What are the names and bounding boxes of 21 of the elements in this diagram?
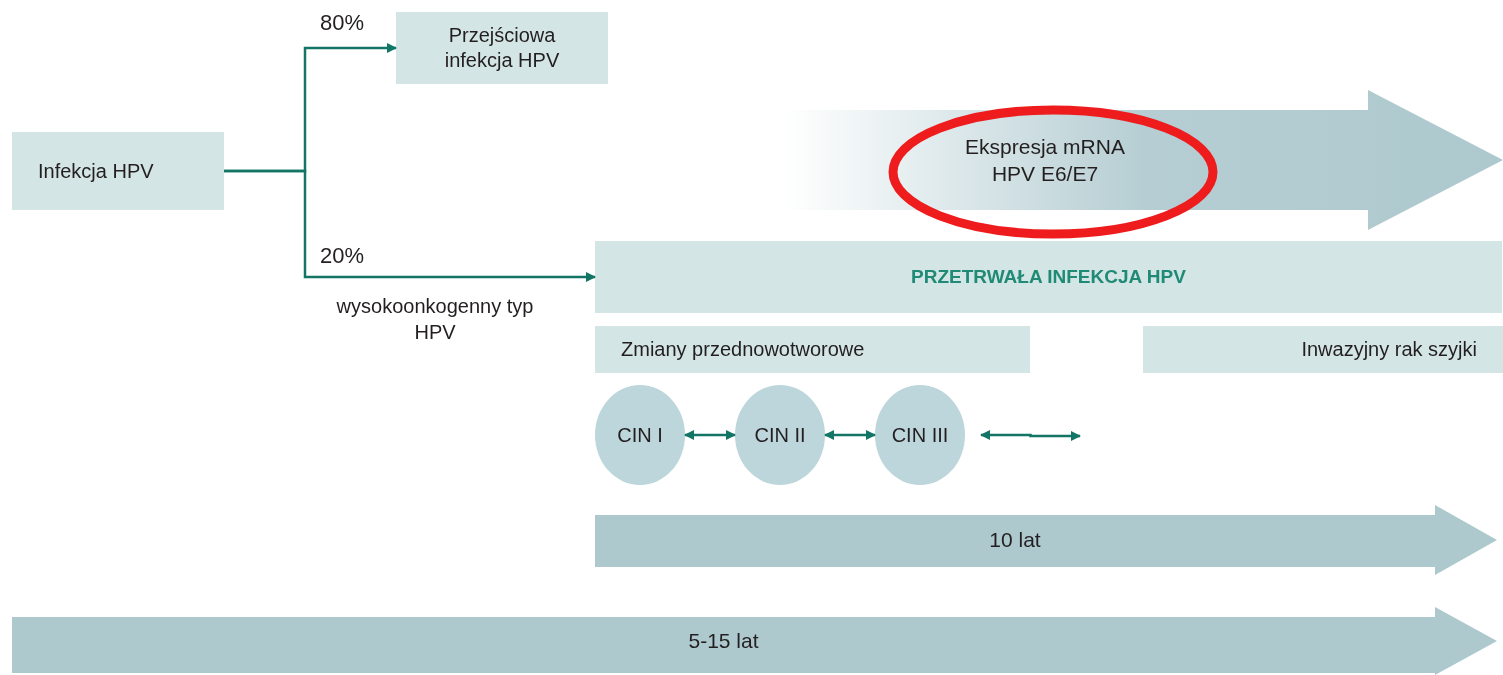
node-text: Przejściowa infekcja HPV <box>443 23 561 73</box>
arrow <box>224 169 596 282</box>
node-text: CIN II <box>754 422 806 448</box>
node-text: CIN III <box>891 422 949 448</box>
process-box <box>595 326 1030 373</box>
arrow <box>684 430 736 440</box>
process-box <box>1143 326 1503 373</box>
process-box <box>12 132 224 210</box>
node-text: Zmiany przednowotworowe <box>621 337 865 362</box>
process-box <box>595 241 1502 313</box>
arrow <box>980 430 1081 441</box>
process-box <box>396 12 608 84</box>
arrow-text: 10 lat <box>989 527 1041 554</box>
node-text: Infekcja HPV <box>38 158 154 184</box>
heading-text: PRZETRWAŁA INFEKCJA HPV <box>911 265 1186 289</box>
note-text: wysokoonkogenny typ HPV <box>335 294 535 345</box>
node-text: Inwazyjny rak szyjki <box>1301 337 1477 362</box>
node-text: CIN I <box>617 422 663 448</box>
arrow <box>824 430 876 440</box>
arrow-text: 5-15 lat <box>688 628 759 655</box>
arrow-text: Ekspresja mRNA HPV E6/E7 <box>964 133 1126 187</box>
